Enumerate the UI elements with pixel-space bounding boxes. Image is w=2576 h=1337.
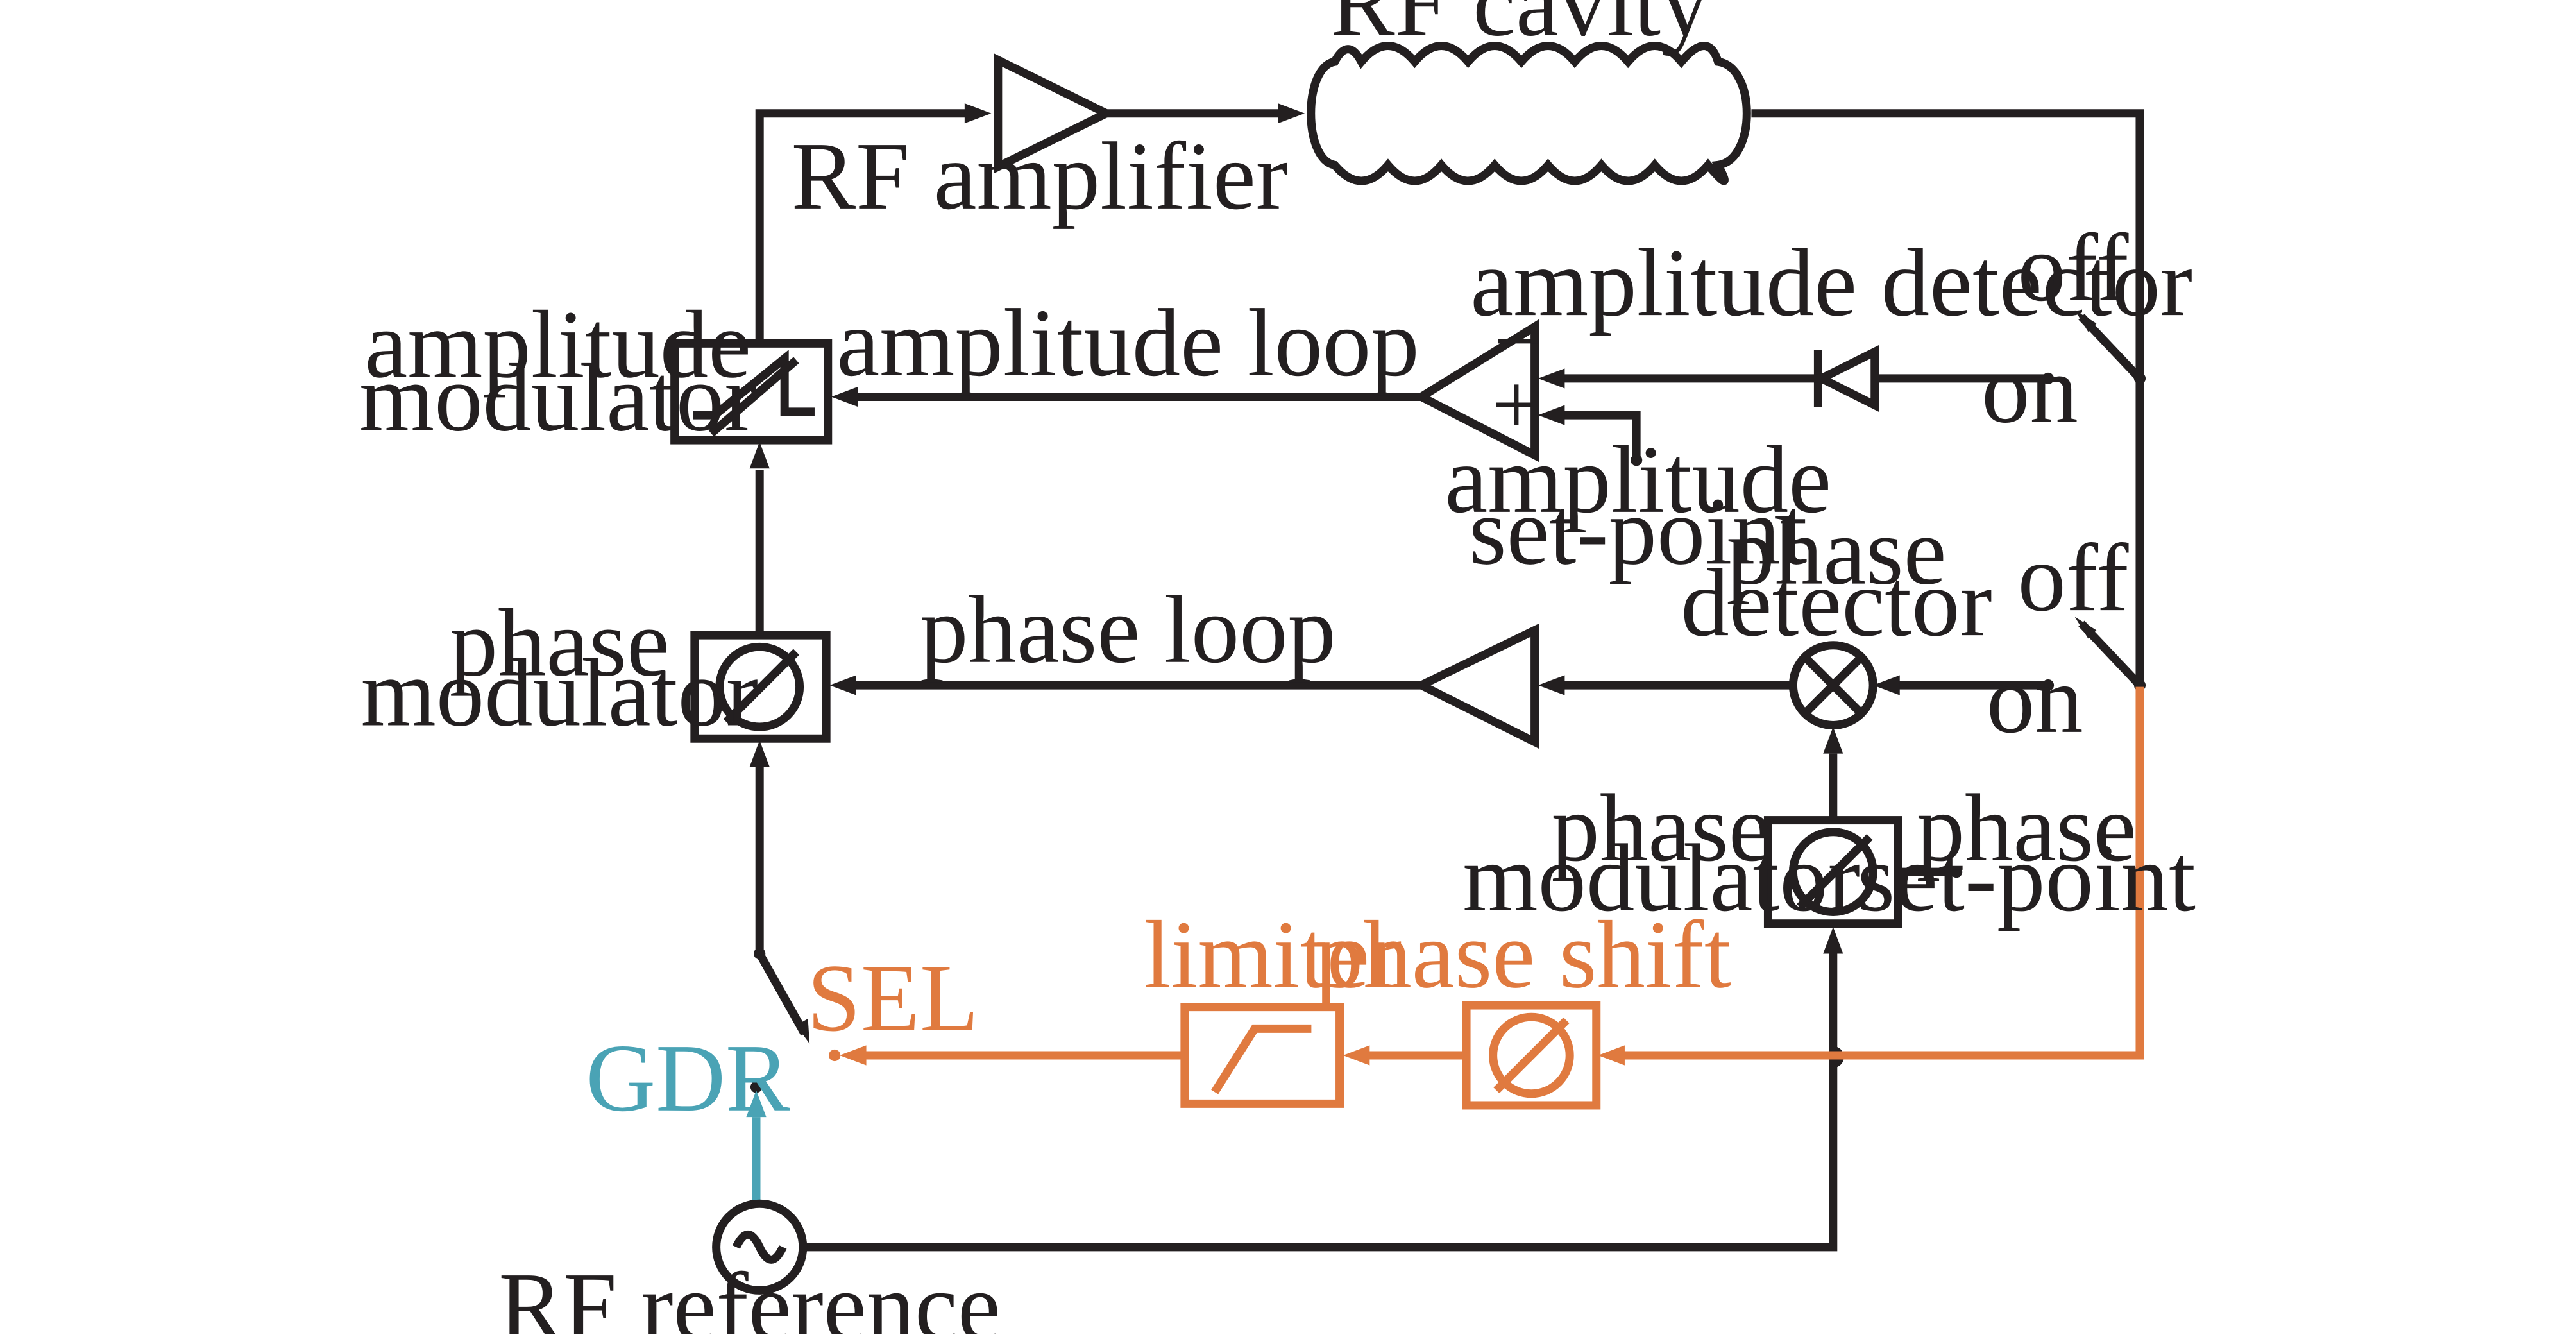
phase-modulator-right-label-line1: phase: [1552, 774, 1772, 881]
arrowhead-into-phasemod-bottom: [749, 740, 770, 767]
rf-cavity-symbol: [1307, 42, 1751, 185]
phase-detector-label-line2: detector: [1681, 549, 1992, 656]
amplitude-setpoint-terminal: [1631, 454, 1643, 466]
rf-amplifier-symbol: [994, 53, 1116, 174]
switch-on-label-top: on: [1981, 336, 2078, 443]
limiter-label: limiter: [1144, 901, 1402, 1008]
arrowhead-into-ampmod: [831, 386, 858, 407]
wire-cavity-to-right-bus: [1751, 109, 2144, 684]
amplitude-setpoint-label-line1: amplitude: [1445, 426, 1831, 533]
arrowhead-into-phase-shift: [1598, 1045, 1625, 1066]
phase-setpoint-label-line2: set-point: [1858, 824, 2196, 932]
phase-shift-block: [1462, 1001, 1601, 1110]
arrowhead-into-mixer: [1823, 727, 1843, 754]
phase-modulator-right-label-line2: modulator: [1462, 824, 1860, 932]
amplitude-switch: [2042, 310, 2146, 385]
rf-cavity-label: RF cavity: [1330, 0, 1709, 56]
arrowhead-into-right-phasemod: [1823, 926, 1843, 954]
switch-on-label-bottom: on: [1987, 646, 2083, 753]
amplitude-modulator-label-line2: modulator: [359, 344, 757, 451]
phase-modulator-left-label-line2: modulator: [361, 639, 759, 746]
amplitude-comparator-symbol: [1412, 319, 1539, 463]
phase-shift-label: phase shift: [1315, 901, 1731, 1008]
gdr-label: GDR: [586, 1025, 790, 1132]
comparator-minus-sign: −: [1494, 294, 1543, 389]
sel-gdr-selector-switch: [750, 948, 841, 1093]
amplitude-modulator-block: [670, 339, 833, 445]
arrowhead-into-amplifier: [964, 103, 992, 124]
wire-bus-to-phase-shift: [1621, 686, 2144, 1060]
amplitude-modulator-label-line1: amplitude: [364, 291, 751, 398]
rf-reference-oscillator: [712, 1199, 808, 1295]
phase-detector-mixer: [1788, 641, 1877, 729]
phase-loop-label: phase loop: [920, 576, 1336, 683]
arrowhead-into-comparator-plus: [1538, 405, 1565, 425]
phase-setpoint-terminal: [1951, 866, 1963, 878]
wire-setpoint-to-comparator: [1561, 411, 1641, 461]
arrowhead-into-gdr: [746, 1090, 767, 1118]
arrowhead-into-cavity: [1278, 103, 1305, 124]
amplitude-setpoint-label-line2: set-point: [1469, 477, 1807, 584]
rf-amplifier-label: RF amplifier: [792, 123, 1288, 230]
arrowhead-into-phase-amp: [1538, 675, 1565, 695]
switch-off-label-top: off: [2017, 214, 2129, 321]
amplitude-loop-label: amplitude loop: [836, 289, 1419, 396]
arrowhead-into-phase-detector: [1873, 675, 1900, 695]
phase-setpoint-label-line1: phase: [1917, 774, 2137, 881]
phase-loop-amplifier-symbol: [1412, 623, 1539, 749]
arrowhead-into-comparator-minus: [1538, 368, 1565, 389]
comparator-plus-sign: +: [1492, 357, 1541, 453]
switch-off-label-bottom: off: [2017, 524, 2129, 631]
phase-modulator-left-label-line1: phase: [450, 589, 670, 696]
wire-ampmod-to-amplifier: [755, 109, 969, 342]
phase-detector-label-line1: phase: [1726, 498, 1946, 605]
sel-label: SEL: [807, 944, 979, 1052]
arrowhead-into-phasemod: [829, 675, 856, 695]
amplitude-detector-label: amplitude detector: [1470, 229, 2192, 336]
arrowhead-into-ampmod-bottom: [749, 441, 770, 469]
limiter-block: [1180, 1003, 1344, 1108]
amplitude-detector-diode: [1812, 345, 1879, 413]
arrowhead-into-sel: [839, 1045, 867, 1066]
arrowhead-into-limiter: [1343, 1045, 1370, 1066]
phase-modulator-left-block: [690, 631, 831, 743]
rf-reference-label: RF reference: [498, 1253, 1000, 1334]
